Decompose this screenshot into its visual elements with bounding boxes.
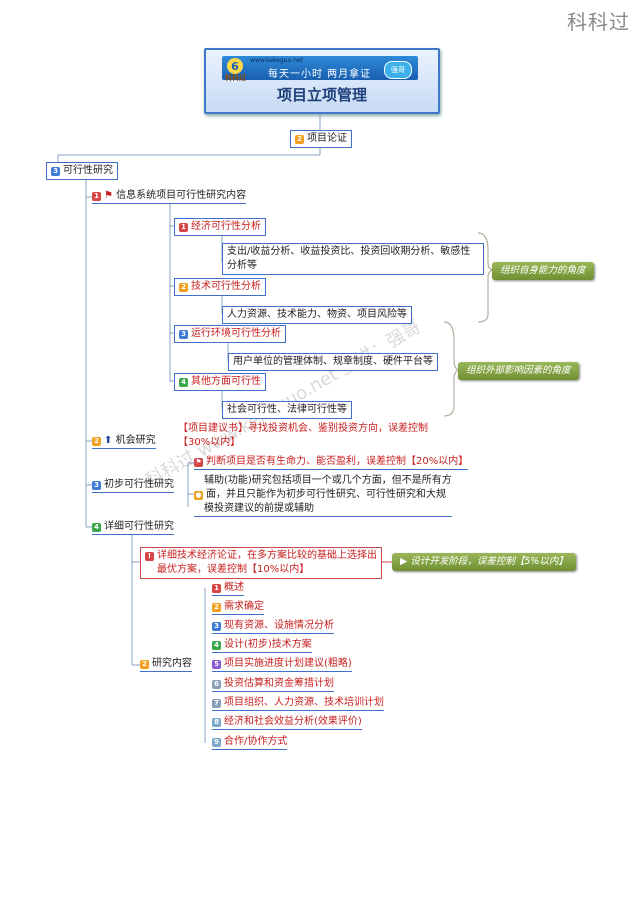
node-technical-detail[interactable]: 人力资源、技术能力、物资、项目风险等 xyxy=(222,306,412,324)
node-label: 研究内容 xyxy=(152,658,192,669)
callout-internal-perspective: 组织自身能力的角度 xyxy=(492,262,594,280)
node-label: 现有资源、设施情况分析 xyxy=(224,620,334,631)
priority-badge: 2 xyxy=(140,660,149,669)
priority-badge: 2 xyxy=(295,135,304,144)
node-label: 合作/协作方式 xyxy=(224,736,288,747)
node-label: 投资估算和资金筹措计划 xyxy=(224,678,334,689)
note-line: 【项目建议书】寻找投资机会、鉴别投资方向，误差控制 xyxy=(178,423,428,434)
note-line: 面，并且只能作为初步可行性研究、可行性研究和大规 xyxy=(206,489,446,500)
note-line: 详细技术经济论证，在多方案比较的基础上选择出 xyxy=(157,550,377,561)
note-line: 最优方案，误差控制【10%以内】 xyxy=(157,564,310,575)
node-label: 可行性研究 xyxy=(63,165,113,176)
node-preliminary-note1[interactable]: ⚑判断项目是否有生命力、能否盈利，误差控制【20%以内】 xyxy=(194,455,469,470)
callout-external-perspective: 组织外部影响因素的角度 xyxy=(458,362,579,380)
priority-badge: 4 xyxy=(212,641,221,650)
priority-badge: 8 xyxy=(212,718,221,727)
node-label: 其他方面可行性 xyxy=(191,376,261,387)
node-label: 信息系统项目可行性研究内容 xyxy=(116,190,247,201)
priority-badge: 6 xyxy=(212,680,221,689)
priority-badge: 1 xyxy=(179,223,188,232)
node-label: 初步可行性研究 xyxy=(104,479,174,490)
flag-icon: ⚑ xyxy=(194,458,203,467)
node-label: 社会可行性、法律可行性等 xyxy=(227,404,347,415)
priority-badge: 3 xyxy=(179,330,188,339)
priority-badge: 7 xyxy=(212,699,221,708)
brand-name: 科科过 xyxy=(225,74,246,82)
flag-icon: ⚑ xyxy=(104,190,113,201)
priority-badge: 1 xyxy=(212,584,221,593)
up-arrow-icon: ⬆ xyxy=(104,435,113,446)
node-economic-detail[interactable]: 支出/收益分析、收益投资比、投资回收期分析、敏感性分析等 xyxy=(222,243,484,275)
priority-badge: 3 xyxy=(92,481,101,490)
node-label: 详细可行性研究 xyxy=(104,521,174,532)
node-label: 判断项目是否有生命力、能否盈利，误差控制【20%以内】 xyxy=(206,456,469,467)
node-info-system-content[interactable]: 1⚑ 信息系统项目可行性研究内容 xyxy=(92,189,247,204)
callout-label: 设计开发阶段，误差控制【5%以内】 xyxy=(410,556,568,567)
node-label: 技术可行性分析 xyxy=(191,281,261,292)
brand-slogan: 每天一小时 两月拿证 xyxy=(268,69,372,80)
node-label: 设计(初步)技术方案 xyxy=(224,639,312,650)
priority-badge: 2 xyxy=(92,437,101,446)
node-opportunity-study[interactable]: 2⬆ 机会研究 xyxy=(92,434,156,449)
svg-text:6: 6 xyxy=(231,60,239,73)
priority-badge: 4 xyxy=(92,523,101,532)
note-line: 模投资建议的前提或辅助 xyxy=(204,503,314,514)
node-label: 项目组织、人力资源、技术培训计划 xyxy=(224,697,384,708)
node-label: 运行环境可行性分析 xyxy=(191,328,281,339)
play-icon: ▶ xyxy=(400,556,408,567)
node-label: 支出/收益分析、收益投资比、投资回收期分析、敏感性分析等 xyxy=(227,246,471,271)
corner-brand-mark: 科科过 xyxy=(567,10,630,34)
node-label: 经济和社会效益分析(效果评价) xyxy=(224,716,362,727)
callout-design-phase: ▶ 设计开发阶段，误差控制【5%以内】 xyxy=(392,553,576,571)
priority-badge: 2 xyxy=(212,603,221,612)
priority-badge: 3 xyxy=(51,167,60,176)
node-other-detail[interactable]: 社会可行性、法律可行性等 xyxy=(222,401,352,419)
node-label: 需求确定 xyxy=(224,601,264,612)
priority-badge: 3 xyxy=(212,622,221,631)
node-label: 概述 xyxy=(224,582,244,593)
priority-badge: 2 xyxy=(179,283,188,292)
brand-logo-icon: 6 xyxy=(227,58,243,74)
flag-icon: ! xyxy=(145,552,154,561)
page-title: 项目立项管理 xyxy=(276,86,367,104)
priority-badge: 5 xyxy=(212,660,221,669)
node-detailed-note[interactable]: !详细技术经济论证，在多方案比较的基础上选择出 最优方案，误差控制【10%以内】 xyxy=(140,547,382,579)
note-line: 辅助(功能)研究包括项目一个或几个方面，但不是所有方 xyxy=(204,475,452,486)
brand-url: www.kekeguo.net xyxy=(250,57,303,64)
node-label: 人力资源、技术能力、物资、项目风险等 xyxy=(227,309,407,320)
note-line: 【30%以内】 xyxy=(178,437,241,448)
priority-badge: 9 xyxy=(212,738,221,747)
node-label: 经济可行性分析 xyxy=(191,221,261,232)
node-label: 机会研究 xyxy=(115,435,156,446)
node-preliminary-note2[interactable]: 辅助(功能)研究包括项目一个或几个方面，但不是所有方 ●面，并且只能作为初步可行… xyxy=(194,474,452,517)
priority-badge: 1 xyxy=(92,192,101,201)
node-operating-detail[interactable]: 用户单位的管理体制、规章制度、硬件平台等 xyxy=(228,353,438,371)
node-opportunity-note[interactable]: 【项目建议书】寻找投资机会、鉴别投资方向，误差控制 【30%以内】 xyxy=(178,422,428,450)
node-label: 用户单位的管理体制、规章制度、硬件平台等 xyxy=(233,356,433,367)
lecturer-badge: 强哥 xyxy=(384,61,412,79)
node-label: 项目实施进度计划建议(粗略) xyxy=(224,658,352,669)
node-label: 项目论证 xyxy=(307,133,347,144)
bulb-icon: ● xyxy=(194,491,203,500)
priority-badge: 4 xyxy=(179,378,188,387)
